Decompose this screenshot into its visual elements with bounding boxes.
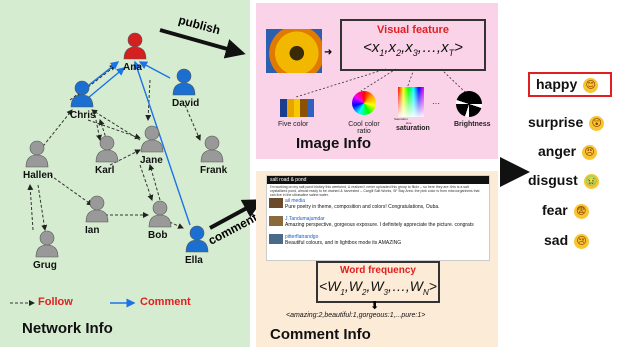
comment-text-1: Pure poetry in theme, composition and co… xyxy=(285,204,440,210)
comment-edges xyxy=(79,60,191,226)
network-edges xyxy=(10,60,201,308)
network-info-title: Network Info xyxy=(22,320,113,337)
color-wheel-icon xyxy=(352,91,376,115)
comment-info-title: Comment Info xyxy=(270,326,371,343)
person-hallen: Hallen xyxy=(23,140,53,181)
emoji-face-icon: 😨 xyxy=(573,203,589,219)
person-name: Chris xyxy=(70,110,96,121)
comment-user-3: pitterflatrandgo xyxy=(285,234,319,240)
feature-connectors xyxy=(295,68,467,98)
sunflower-image xyxy=(266,29,322,73)
emotion-label: sad xyxy=(544,232,569,248)
person-name: Jane xyxy=(140,155,163,166)
person-ella: Ella xyxy=(185,225,209,266)
person-karl: Karl xyxy=(95,135,119,176)
person-ana: Ana xyxy=(123,32,147,73)
emoji-face-icon: 😢 xyxy=(574,233,590,249)
word-frequency-result: <amazing:2,beautiful:1,gorgeous:1,...pur… xyxy=(286,312,426,319)
hue-axis-label: Hue xyxy=(406,121,412,125)
word-frequency-box: Word frequency <W1,W2,W3,…,WN> xyxy=(316,261,440,303)
emotion-disgust: disgust 🤢 xyxy=(528,172,599,189)
post-text: I'm working on my salt pond history this… xyxy=(270,185,480,197)
comment-info-panel: salt road & pond I'm working on my salt … xyxy=(256,171,498,347)
person-name: Frank xyxy=(200,165,228,176)
visual-feature-formula: <x1,x2,x3,…,xT> xyxy=(363,39,463,58)
person-name: Ana xyxy=(123,62,142,73)
emotion-list: happy 😊 surprise 😲 anger 😠disgust 🤢 fear 😨sad 😢 xyxy=(520,0,619,347)
emoji-face-icon: 😠 xyxy=(582,144,598,160)
person-ian: Ian xyxy=(85,195,109,236)
person-icon xyxy=(140,125,164,153)
emotion-label: surprise xyxy=(528,114,584,130)
avatar xyxy=(269,216,283,226)
person-name: Karl xyxy=(95,165,115,176)
person-frank: Frank xyxy=(200,135,227,176)
emotion-sad: sad 😢 xyxy=(544,232,590,249)
emoji-face-icon: 😊 xyxy=(583,77,599,93)
person-chris: Chris xyxy=(70,80,96,121)
visual-feature-box: Visual feature <x1,x2,x3,…,xT> xyxy=(340,19,486,71)
person-icon xyxy=(35,230,59,258)
person-icon xyxy=(185,225,209,253)
comment-text-3: Beautiful colours, and in lightbox mode … xyxy=(285,240,402,246)
person-icon xyxy=(148,200,172,228)
emoji-face-icon: 🤢 xyxy=(583,173,599,189)
post-title: salt road & pond xyxy=(267,176,489,184)
emotion-surprise: surprise 😲 xyxy=(528,114,605,131)
emotion-label: fear xyxy=(542,202,568,218)
person-name: Hallen xyxy=(23,170,54,181)
person-name: David xyxy=(172,98,200,109)
emotion-fear: fear 😨 xyxy=(542,202,589,219)
arrow-right-icon: ➜ xyxy=(324,47,333,58)
emoji-face-icon: 😲 xyxy=(589,115,605,131)
saturation-axis-label: Saturation xyxy=(394,117,408,121)
image-info-panel: ➜ Visual feature <x1,x2,x3,…,xT> Five co… xyxy=(256,3,498,159)
emotion-label: anger xyxy=(538,143,577,159)
person-icon xyxy=(95,135,119,163)
brightness-label: Brightness xyxy=(454,121,491,128)
person-jane: Jane xyxy=(140,125,164,166)
avatar xyxy=(269,198,283,208)
emotion-label: happy xyxy=(536,76,578,92)
saturation-chart xyxy=(398,87,424,117)
person-icon xyxy=(25,140,49,168)
five-color-swatch xyxy=(280,99,314,117)
person-icon xyxy=(123,32,147,60)
brightness-icon xyxy=(456,91,482,117)
person-icon xyxy=(172,68,196,96)
emotion-anger: anger 😠 xyxy=(538,143,598,160)
comment-user-2: J.Tandumajumdar xyxy=(285,216,325,222)
person-david: David xyxy=(172,68,199,109)
person-name: Grug xyxy=(33,260,57,271)
legend-comment-label: Comment xyxy=(140,296,191,308)
person-icon xyxy=(200,135,224,163)
person-name: Bob xyxy=(148,230,168,241)
arrow-down-icon: ⬇ xyxy=(370,300,380,312)
flickr-post: salt road & pond I'm working on my salt … xyxy=(266,175,490,261)
person-name: Ian xyxy=(85,225,100,236)
emotion-happy: happy 😊 xyxy=(528,72,613,97)
saturation-label: saturation xyxy=(396,125,430,132)
person-name: Ella xyxy=(185,255,203,266)
ellipsis: ··· xyxy=(432,99,440,108)
image-info-title: Image Info xyxy=(296,135,372,152)
person-grug: Grug xyxy=(33,230,59,271)
word-frequency-title: Word frequency xyxy=(340,265,416,276)
avatar xyxy=(269,234,283,244)
emotion-label: disgust xyxy=(528,172,578,188)
word-frequency-formula: <W1,W2,W3,…,WN> xyxy=(319,278,437,297)
visual-feature-title: Visual feature xyxy=(377,24,449,36)
person-bob: Bob xyxy=(148,200,172,241)
legend-follow-label: Follow xyxy=(38,296,73,308)
five-color-label: Five color xyxy=(278,121,309,128)
follow-edges xyxy=(27,64,201,231)
comment-text-2: Amazing perspective, gorgeous exposure. … xyxy=(285,222,474,228)
cool-color-ratio-label: Cool color ratio xyxy=(348,121,380,135)
comment-user-1: ail media xyxy=(285,198,306,204)
person-icon xyxy=(85,195,109,223)
person-icon xyxy=(70,80,94,108)
